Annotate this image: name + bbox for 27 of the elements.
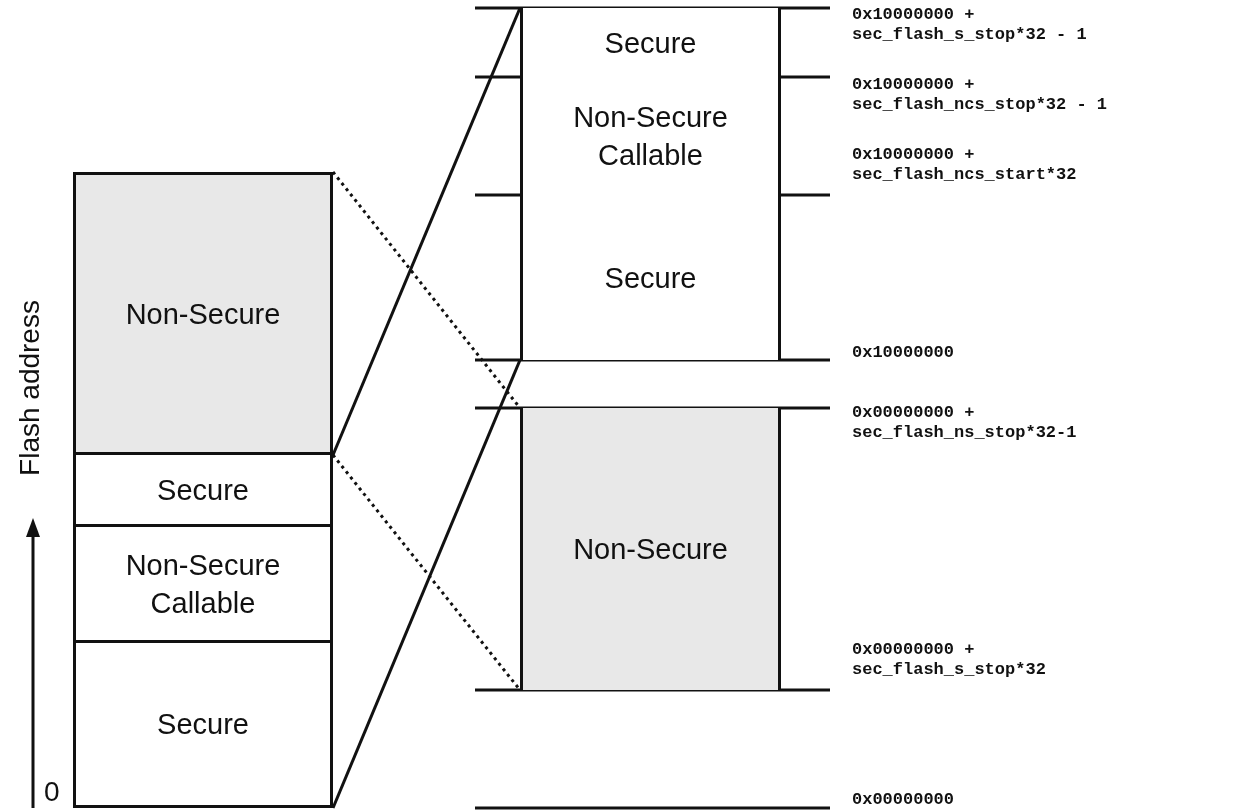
address-label: 0x00000000 + sec_flash_ns_stop*32-1	[852, 403, 1078, 443]
address-label: 0x10000000 + sec_flash_ncs_start*32	[852, 145, 1078, 185]
region-name: Non-Secure	[573, 532, 728, 567]
memory-region	[73, 172, 333, 455]
memory-region	[73, 455, 333, 527]
region-name: Secure	[604, 260, 697, 296]
axis-label: Flash address	[14, 299, 46, 478]
region-name: Secure	[604, 25, 697, 61]
address-label: 0x00000000	[852, 790, 956, 810]
region-name: Secure	[157, 472, 249, 508]
region-name: Non-Secure	[125, 296, 281, 332]
projection-line	[331, 359, 522, 809]
projection-line	[331, 454, 522, 691]
projection-line	[331, 7, 522, 456]
region-name: Secure	[157, 707, 249, 742]
memory-region	[520, 408, 781, 690]
region-name: Non-Secure Callable	[572, 100, 729, 173]
address-label: 0x00000000 + sec_flash_s_stop*32	[852, 640, 1047, 680]
axis-origin-label: 0	[44, 776, 60, 808]
address-label: 0x10000000 + sec_flash_ncs_stop*32 - 1	[852, 75, 1109, 115]
address-label: 0x10000000	[852, 343, 956, 363]
memory-region	[73, 643, 333, 808]
memory-region	[520, 195, 781, 360]
memory-region	[520, 8, 781, 77]
memory-region	[73, 527, 333, 643]
address-label: 0x10000000 + sec_flash_s_stop*32 - 1	[852, 5, 1088, 45]
region-name: Non-Secure Callable	[124, 547, 282, 621]
